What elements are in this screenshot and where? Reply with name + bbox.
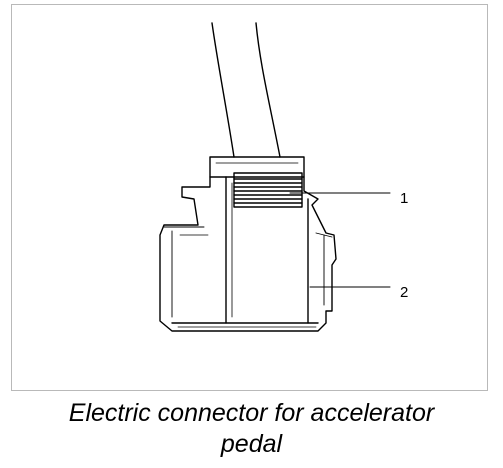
figure-caption: Electric connector for accelerator pedal	[0, 398, 503, 460]
caption-line-2: pedal	[220, 430, 283, 458]
caption-line-1: Electric connector for accelerator	[68, 399, 435, 427]
connector-illustration: 1 2	[159, 22, 408, 332]
callout-label-2: 2	[400, 284, 408, 301]
callout-label-1: 1	[400, 190, 408, 207]
connector-body	[159, 176, 337, 332]
cable	[211, 22, 281, 158]
figure-frame: 1 2	[11, 4, 488, 391]
connector-collar	[209, 156, 305, 178]
lock-tab	[233, 172, 303, 208]
